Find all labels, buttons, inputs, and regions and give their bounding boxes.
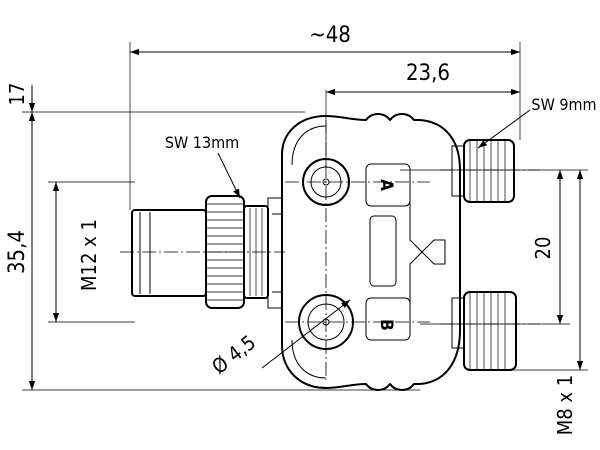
dim-overall-width: ~48 [309, 23, 351, 48]
m12-connector [131, 195, 269, 309]
port-label-a: A [376, 179, 396, 191]
port-label-b: B [376, 319, 396, 331]
label-wrench-main: SW 13mm [165, 133, 239, 152]
mounting-hole-b [298, 294, 354, 350]
dim-port-spacing: 20 [531, 237, 555, 260]
center-lines [120, 120, 540, 380]
dim-main-thread: M12 x 1 [77, 219, 101, 291]
mounting-hole-a [302, 158, 350, 206]
label-wrench-port: SW 9mm [531, 95, 596, 114]
dim-half-width: 23,6 [406, 61, 450, 86]
dim-overall-height: 35,4 [5, 230, 30, 274]
dim-hole-diameter: Ø 4,5 [207, 330, 260, 379]
connector-body [267, 113, 461, 391]
dim-top-offset: 17 [5, 83, 29, 106]
m8-port-connector-b [451, 291, 517, 371]
dim-port-thread: M8 x 1 [553, 375, 577, 436]
leader-lines [217, 109, 531, 369]
m8-port-connector-a [451, 139, 515, 203]
dimension-lines [28, 48, 584, 390]
